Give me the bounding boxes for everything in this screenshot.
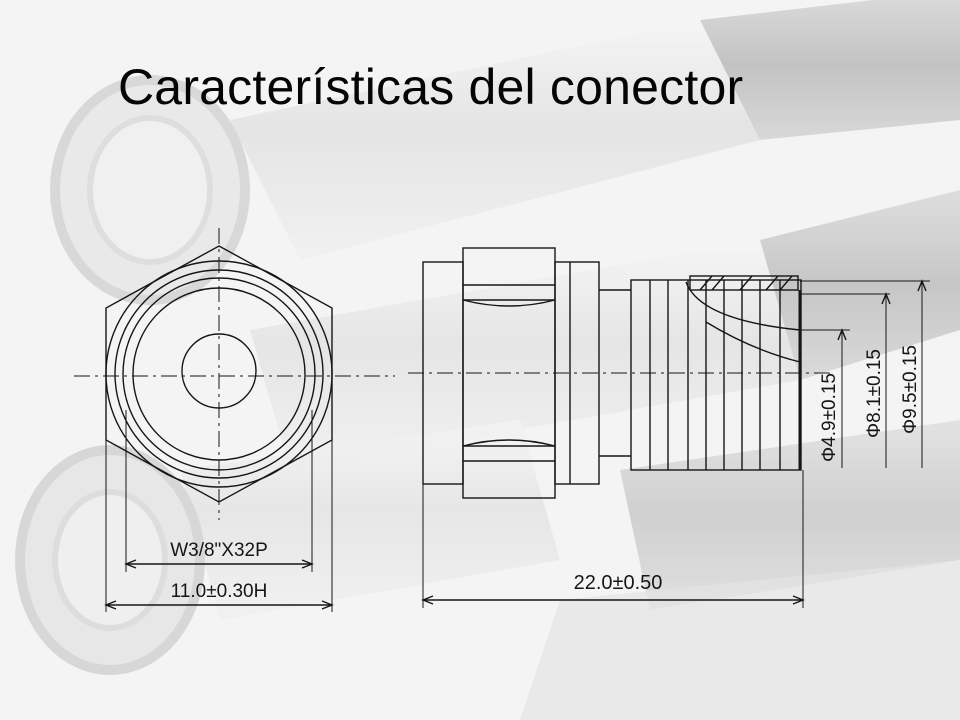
- side-view: [408, 247, 930, 608]
- hex-label: 11.0±0.30H: [171, 581, 268, 602]
- slide-title: Características del conector: [118, 59, 744, 115]
- diameter-label-2: Φ8.1±0.15: [864, 349, 885, 438]
- front-view: [74, 228, 395, 612]
- diameter-label-3: Φ9.5±0.15: [900, 345, 921, 434]
- thread-label: W3/8"X32P: [170, 540, 268, 561]
- diameter-label-1: Φ4.9±0.15: [819, 373, 840, 462]
- ridged-body: [630, 279, 802, 471]
- length-label: 22.0±0.50: [574, 572, 663, 594]
